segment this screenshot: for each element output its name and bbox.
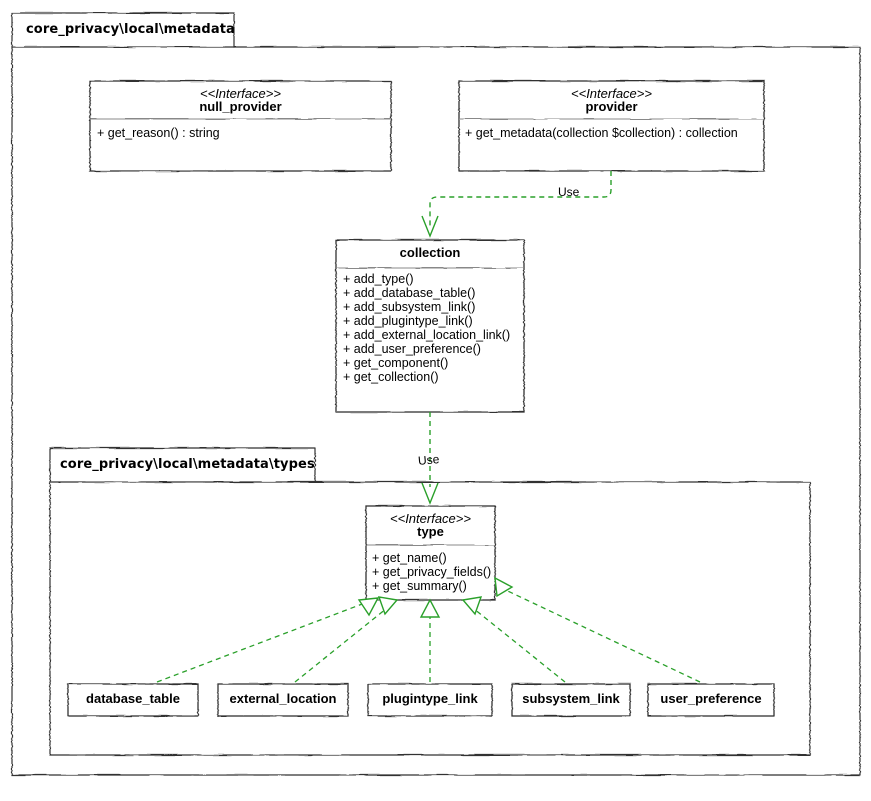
package-border-metadata [11,12,861,776]
relation-external_location-type [294,596,399,683]
class-box-user_preference[interactable] [647,683,775,717]
package-border-types [49,447,811,756]
class-box-subsystem_link[interactable] [511,683,631,717]
relation-user_preference-type [494,576,701,683]
class-box-provider[interactable] [458,80,765,172]
relation-subsystem_link-type [461,596,566,683]
relation-collection-type [421,412,439,505]
relation-provider-collection [421,171,612,238]
class-box-collection[interactable] [335,239,525,413]
relation-database_table-type [156,597,380,683]
class-box-database_table[interactable] [67,683,199,717]
class-box-null_provider[interactable] [89,80,392,172]
class-box-type[interactable] [365,505,496,601]
class-box-external_location[interactable] [217,683,349,717]
class-box-plugintype_link[interactable] [367,683,493,717]
relation-plugintype_link-type [419,598,441,682]
